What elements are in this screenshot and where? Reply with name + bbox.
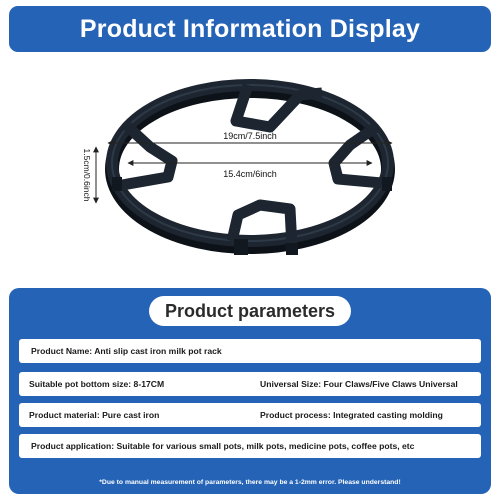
- param-row-product-name: Product Name: Anti slip cast iron milk p…: [19, 339, 481, 363]
- inner-diameter-label: 15.4cm/6inch: [223, 169, 277, 179]
- param-row-application: Product application: Suitable for variou…: [19, 434, 481, 458]
- product-name: Product Name: Anti slip cast iron milk p…: [31, 346, 222, 356]
- pot-bottom-size: Suitable pot bottom size: 8-17CM: [29, 379, 165, 389]
- params-header: Product parameters: [149, 296, 351, 326]
- product-image: 19cm/7.5inch 15.4cm/6inch 1.5cm/0.6inch: [82, 79, 395, 255]
- product-material: Product material: Pure cast iron: [29, 410, 160, 420]
- footnote: *Due to manual measurement of parameters…: [99, 479, 401, 486]
- product-application: Product application: Suitable for variou…: [31, 441, 415, 451]
- param-row-sizes: Suitable pot bottom size: 8-17CM Univers…: [19, 372, 481, 396]
- params-title: Product parameters: [164, 300, 336, 321]
- param-row-material-process: Product material: Pure cast iron Product…: [19, 403, 481, 427]
- page-title: Product Information Display: [79, 14, 421, 43]
- height-label: 1.5cm/0.6inch: [82, 149, 92, 202]
- product-process: Product process: Integrated casting mold…: [260, 410, 443, 420]
- product-parameters-panel: Product parameters Product Name: Anti sl…: [9, 288, 491, 494]
- outer-diameter-label: 19cm/7.5inch: [223, 131, 277, 141]
- header-banner: Product Information Display: [9, 6, 491, 52]
- universal-size: Universal Size: Four Claws/Five Claws Un…: [260, 379, 458, 389]
